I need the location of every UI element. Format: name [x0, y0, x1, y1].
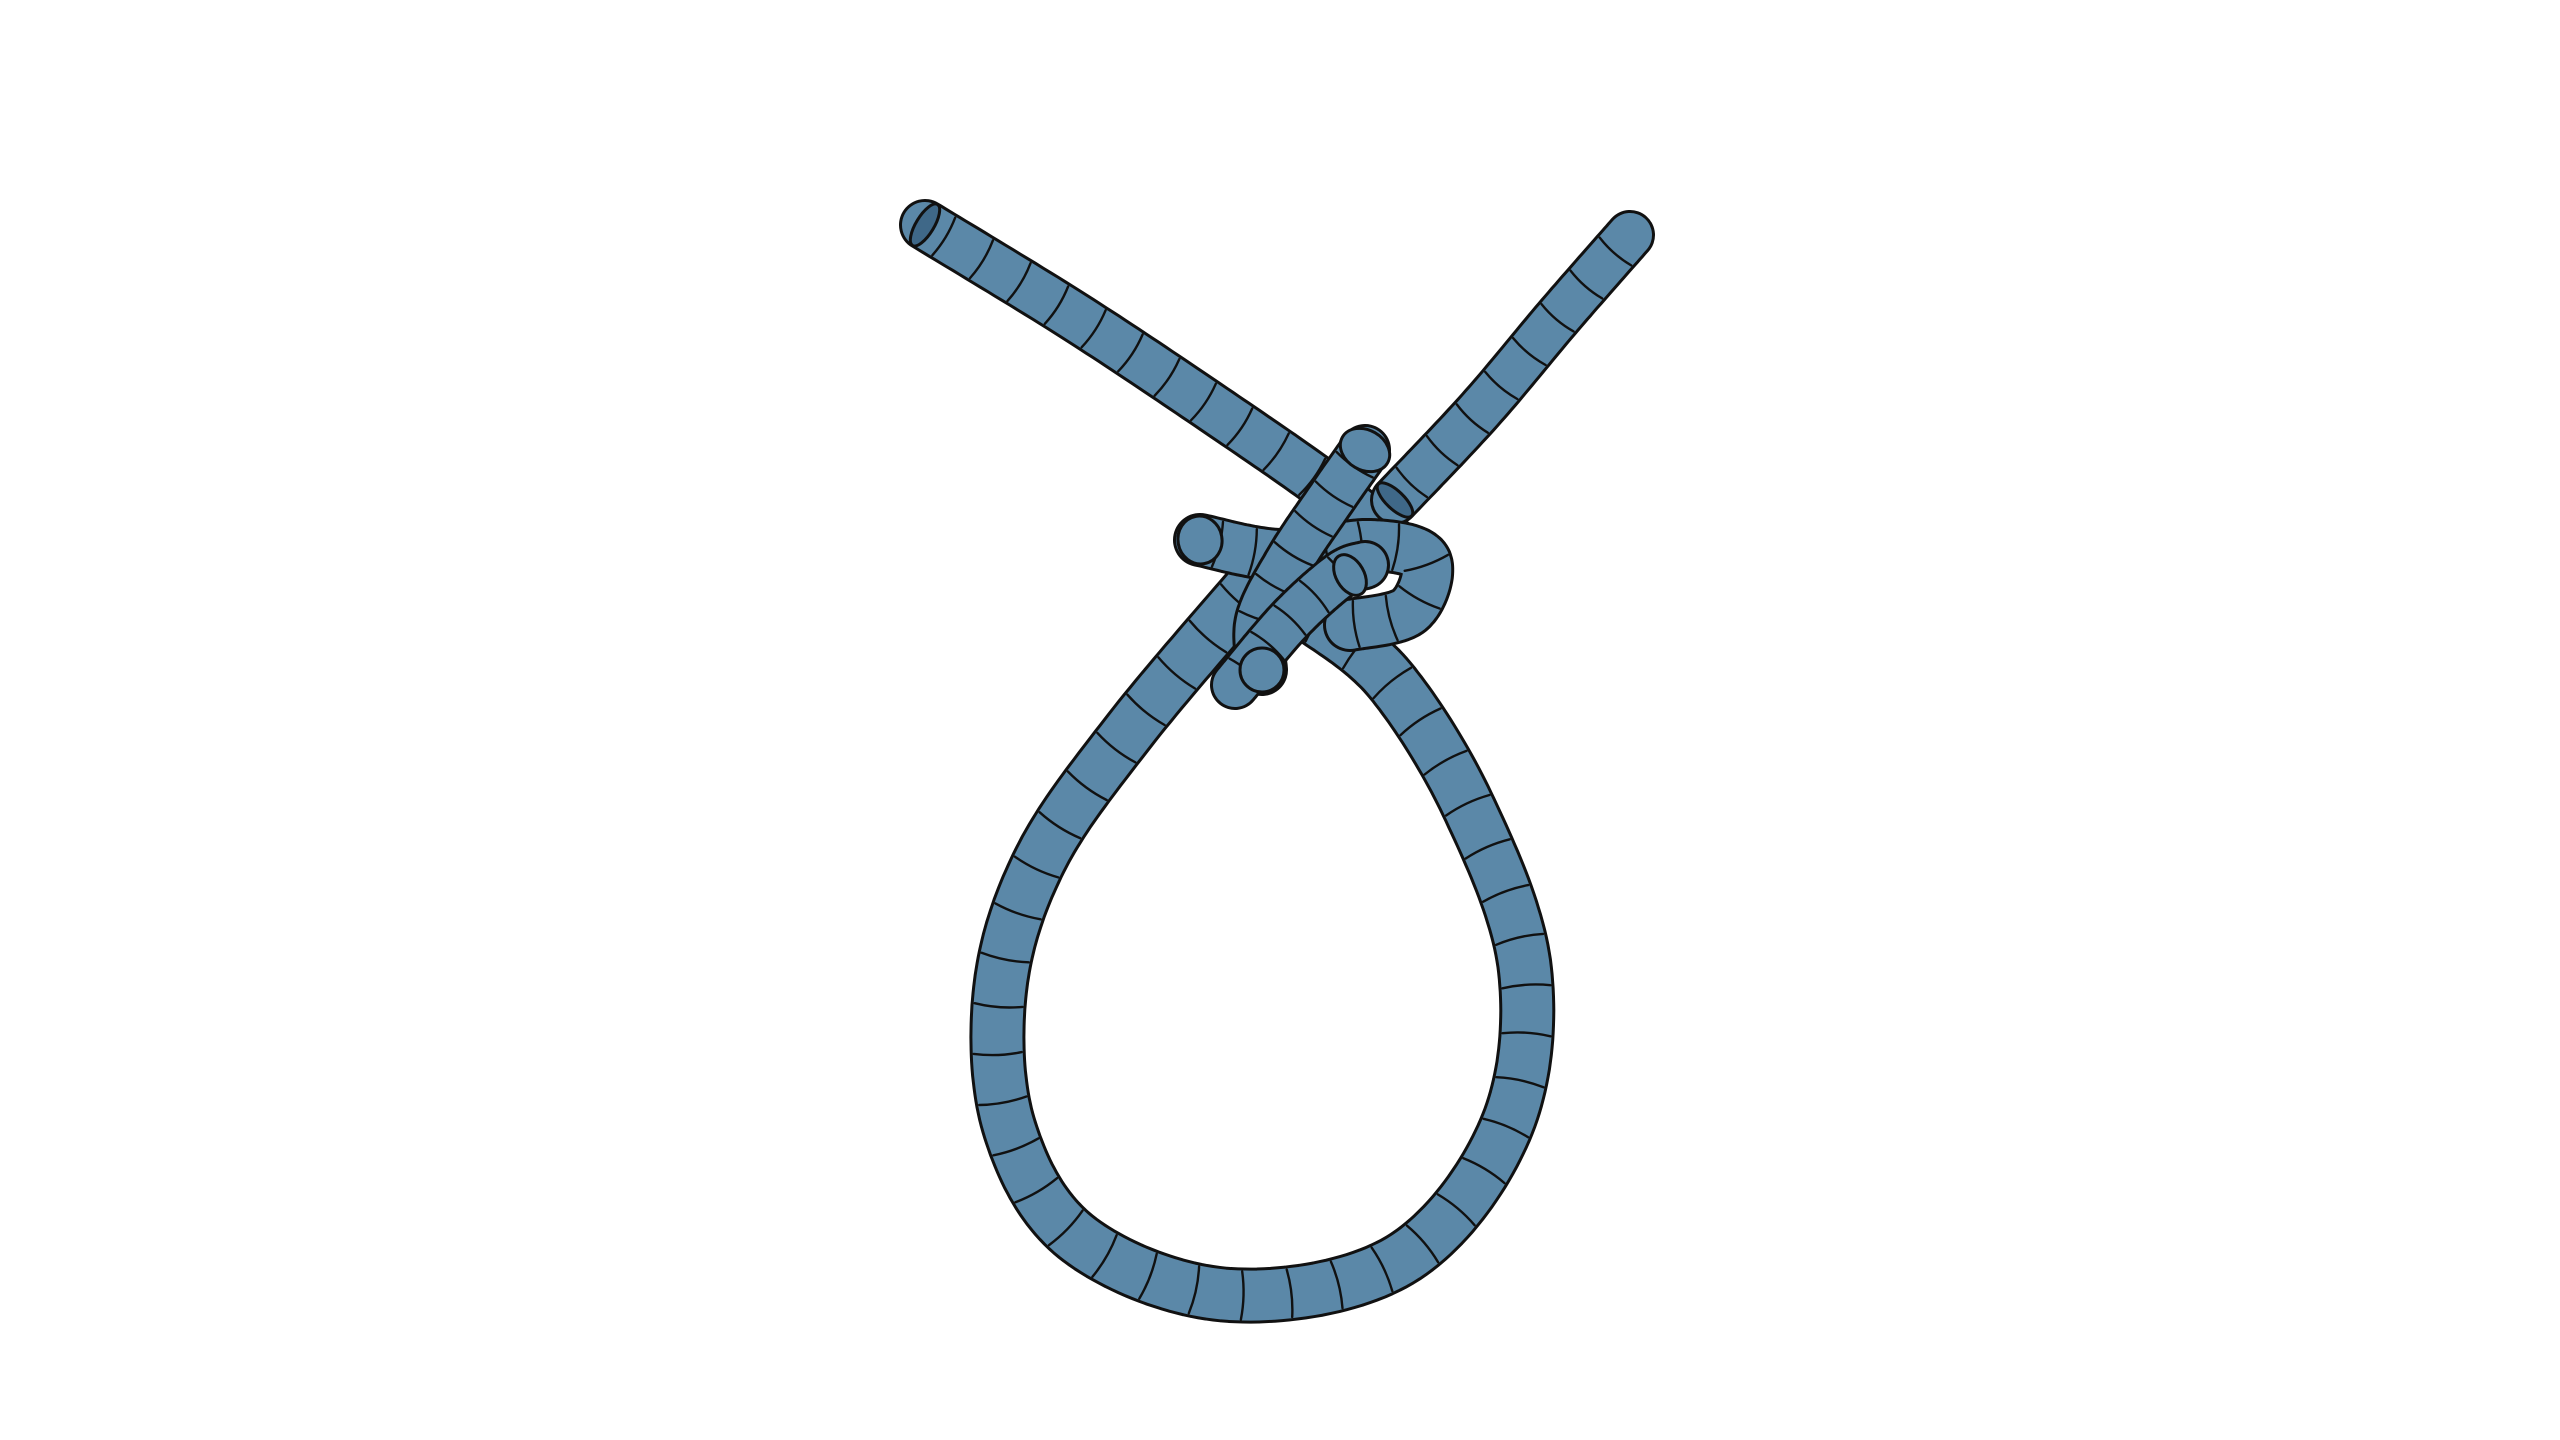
rope-wrap-end-bottom: [1238, 646, 1286, 694]
rope-right-standing-end: [1370, 210, 1655, 525]
rope-wrap-end-inner: [1332, 553, 1368, 597]
rope-big-loop: [969, 554, 1556, 1324]
rope-end-cap: [908, 202, 942, 248]
rope-wrap-end-top: [1338, 426, 1392, 474]
rope-end-cap: [1375, 481, 1415, 519]
rope-layer: [899, 199, 1655, 1324]
rope-left-standing-end: [899, 199, 1416, 566]
rope-wrap-end-left: [1176, 514, 1224, 566]
